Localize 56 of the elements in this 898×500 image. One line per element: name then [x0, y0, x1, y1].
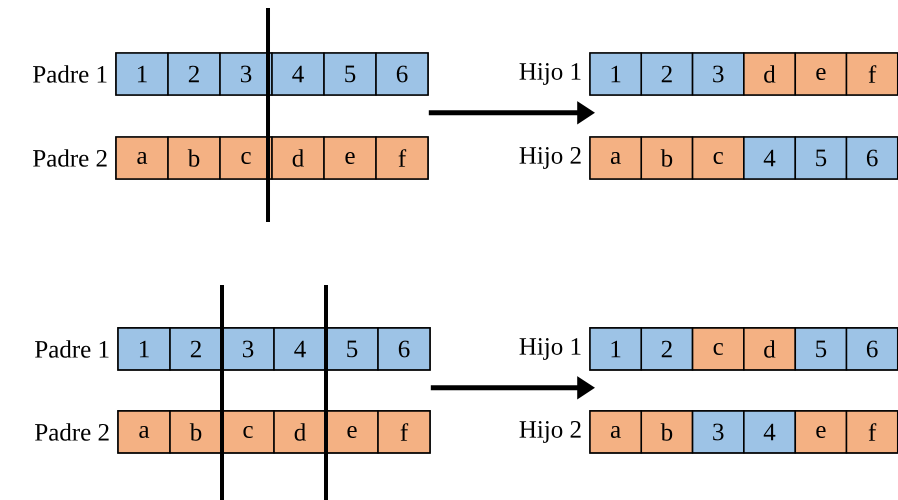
- gene-cell: c: [221, 410, 275, 454]
- gene-cell: 4: [743, 410, 796, 454]
- gene-cell: b: [640, 136, 694, 180]
- gene-cell: f: [846, 410, 898, 454]
- gene-cell: c: [692, 327, 745, 371]
- gene-cell: 2: [640, 52, 694, 96]
- gene-cell: b: [167, 136, 221, 180]
- gene-cell: f: [846, 52, 898, 96]
- gene-cell: e: [325, 410, 379, 454]
- gene-cell: 2: [169, 327, 223, 371]
- gene-cell: a: [115, 136, 169, 180]
- gene-cell: d: [271, 136, 325, 180]
- node-label: Padre 1: [33, 65, 107, 83]
- gene-cell: 1: [589, 327, 642, 371]
- gene-cell: 4: [273, 327, 327, 371]
- gene-cell: e: [323, 136, 377, 180]
- gene-cell: a: [589, 410, 642, 454]
- gene-cell: a: [117, 410, 171, 454]
- gene-cell: 1: [117, 327, 171, 371]
- gene-cell: f: [375, 136, 429, 180]
- gene-cell: c: [692, 136, 745, 180]
- gene-cell: 3: [221, 327, 275, 371]
- gene-cell: 1: [115, 52, 169, 96]
- gene-cell: 4: [743, 136, 796, 180]
- gene-cell: a: [589, 136, 642, 180]
- gene-cell: 2: [167, 52, 221, 96]
- gene-cell: 5: [323, 52, 377, 96]
- node-label: Padre 2: [35, 423, 109, 441]
- gene-cell: f: [377, 410, 431, 454]
- gene-cell: 3: [692, 52, 745, 96]
- gene-cell: d: [273, 410, 327, 454]
- node-label: Hijo 2: [520, 147, 581, 169]
- gene-cell: 6: [375, 52, 429, 96]
- gene-cell: 6: [846, 327, 898, 371]
- gene-cell: e: [794, 52, 848, 96]
- gene-cell: d: [743, 327, 796, 371]
- node-label: Padre 1: [35, 340, 109, 358]
- gene-cell: d: [743, 52, 796, 96]
- node-label: Hijo 2: [520, 421, 581, 443]
- node-label: Padre 2: [33, 149, 107, 167]
- gene-cell: 3: [692, 410, 745, 454]
- gene-cell: 4: [271, 52, 325, 96]
- gene-cell: 6: [377, 327, 431, 371]
- gene-cell: 5: [794, 136, 848, 180]
- gene-cell: 5: [325, 327, 379, 371]
- node-label: Hijo 1: [520, 63, 580, 85]
- gene-cell: e: [794, 410, 848, 454]
- gene-cell: 5: [794, 327, 848, 371]
- gene-cell: 6: [846, 136, 898, 180]
- gene-cell: 1: [589, 52, 642, 96]
- gene-cell: 2: [640, 327, 694, 371]
- gene-cell: b: [169, 410, 223, 454]
- gene-cell: c: [219, 136, 273, 180]
- node-label: Hijo 1: [520, 338, 580, 360]
- gene-cell: b: [640, 410, 694, 454]
- gene-cell: 3: [219, 52, 273, 96]
